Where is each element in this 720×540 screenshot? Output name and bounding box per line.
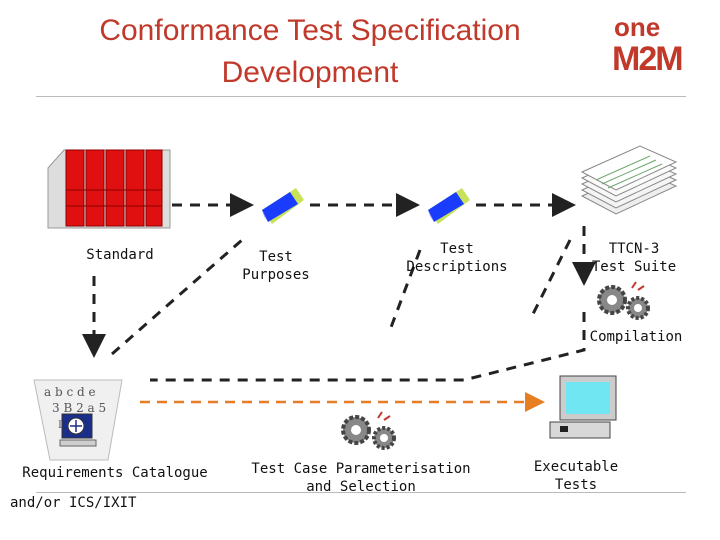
label-ttcn3-test-suite: TTCN-3 Test Suite — [584, 240, 684, 276]
svg-text:a b c d e: a b c d e — [44, 385, 96, 399]
label-executable-tests: Executable Tests — [530, 458, 622, 494]
requirements-catalogue-icon: a b c d e 3 B 2 a 5 I x c — [33, 379, 123, 461]
parameterisation-gears-icon — [341, 411, 396, 450]
label-test-purposes-line2: Purposes — [242, 267, 310, 283]
ttcn3-document-stack-icon — [580, 145, 678, 215]
standard-books-icon — [47, 149, 171, 229]
label-executable-line1: Executable — [533, 459, 619, 475]
title-line-2: Development — [221, 56, 399, 89]
compilation-gears-icon — [597, 281, 650, 320]
arrow-descriptions-from-selection — [388, 249, 422, 331]
title-line-1: Conformance Test Specification — [99, 14, 521, 47]
label-parameterisation: Test Case Parameterisation and Selection — [236, 460, 486, 496]
label-ttcn3-line1: TTCN-3 — [608, 241, 660, 257]
label-executable-line2: Tests — [554, 477, 598, 493]
label-parameterisation-line1: Test Case Parameterisation — [251, 461, 471, 477]
label-test-purposes-line1: Test — [259, 249, 293, 265]
onem2m-logo: one M2M — [612, 12, 684, 74]
label-test-descriptions: Test Descriptions — [398, 240, 516, 276]
footer-divider — [36, 492, 686, 493]
dashed-connectors — [82, 193, 596, 382]
label-test-descriptions-line1: Test — [440, 241, 474, 257]
logo-text-top: one — [614, 12, 660, 42]
label-parameterisation-line2: and Selection — [306, 479, 416, 495]
test-descriptions-book-icon — [428, 188, 470, 228]
svg-text:3 B 2 a 5: 3 B 2 a 5 — [52, 401, 106, 415]
arrow-to-compilation — [150, 312, 586, 382]
label-test-purposes: Test Purposes — [236, 248, 316, 284]
label-requirements-catalogue: Requirements Catalogue — [22, 465, 208, 481]
title-divider — [36, 96, 686, 97]
label-ics-ixit: and/or ICS/IXIT — [10, 495, 137, 511]
computer-icon — [549, 375, 617, 439]
page-title: Conformance Test Specification Developme… — [60, 10, 560, 94]
label-compilation: Compilation — [589, 329, 683, 345]
arrow-ttcn3-diag — [528, 239, 572, 321]
test-purposes-book-icon — [262, 188, 304, 228]
logo-text-bottom: M2M — [612, 40, 682, 74]
label-standard: Standard — [86, 247, 154, 263]
label-ttcn3-line2: Test Suite — [591, 259, 677, 275]
arrow-purposes-from-requirements — [111, 238, 243, 356]
label-test-descriptions-line2: Descriptions — [406, 259, 508, 275]
